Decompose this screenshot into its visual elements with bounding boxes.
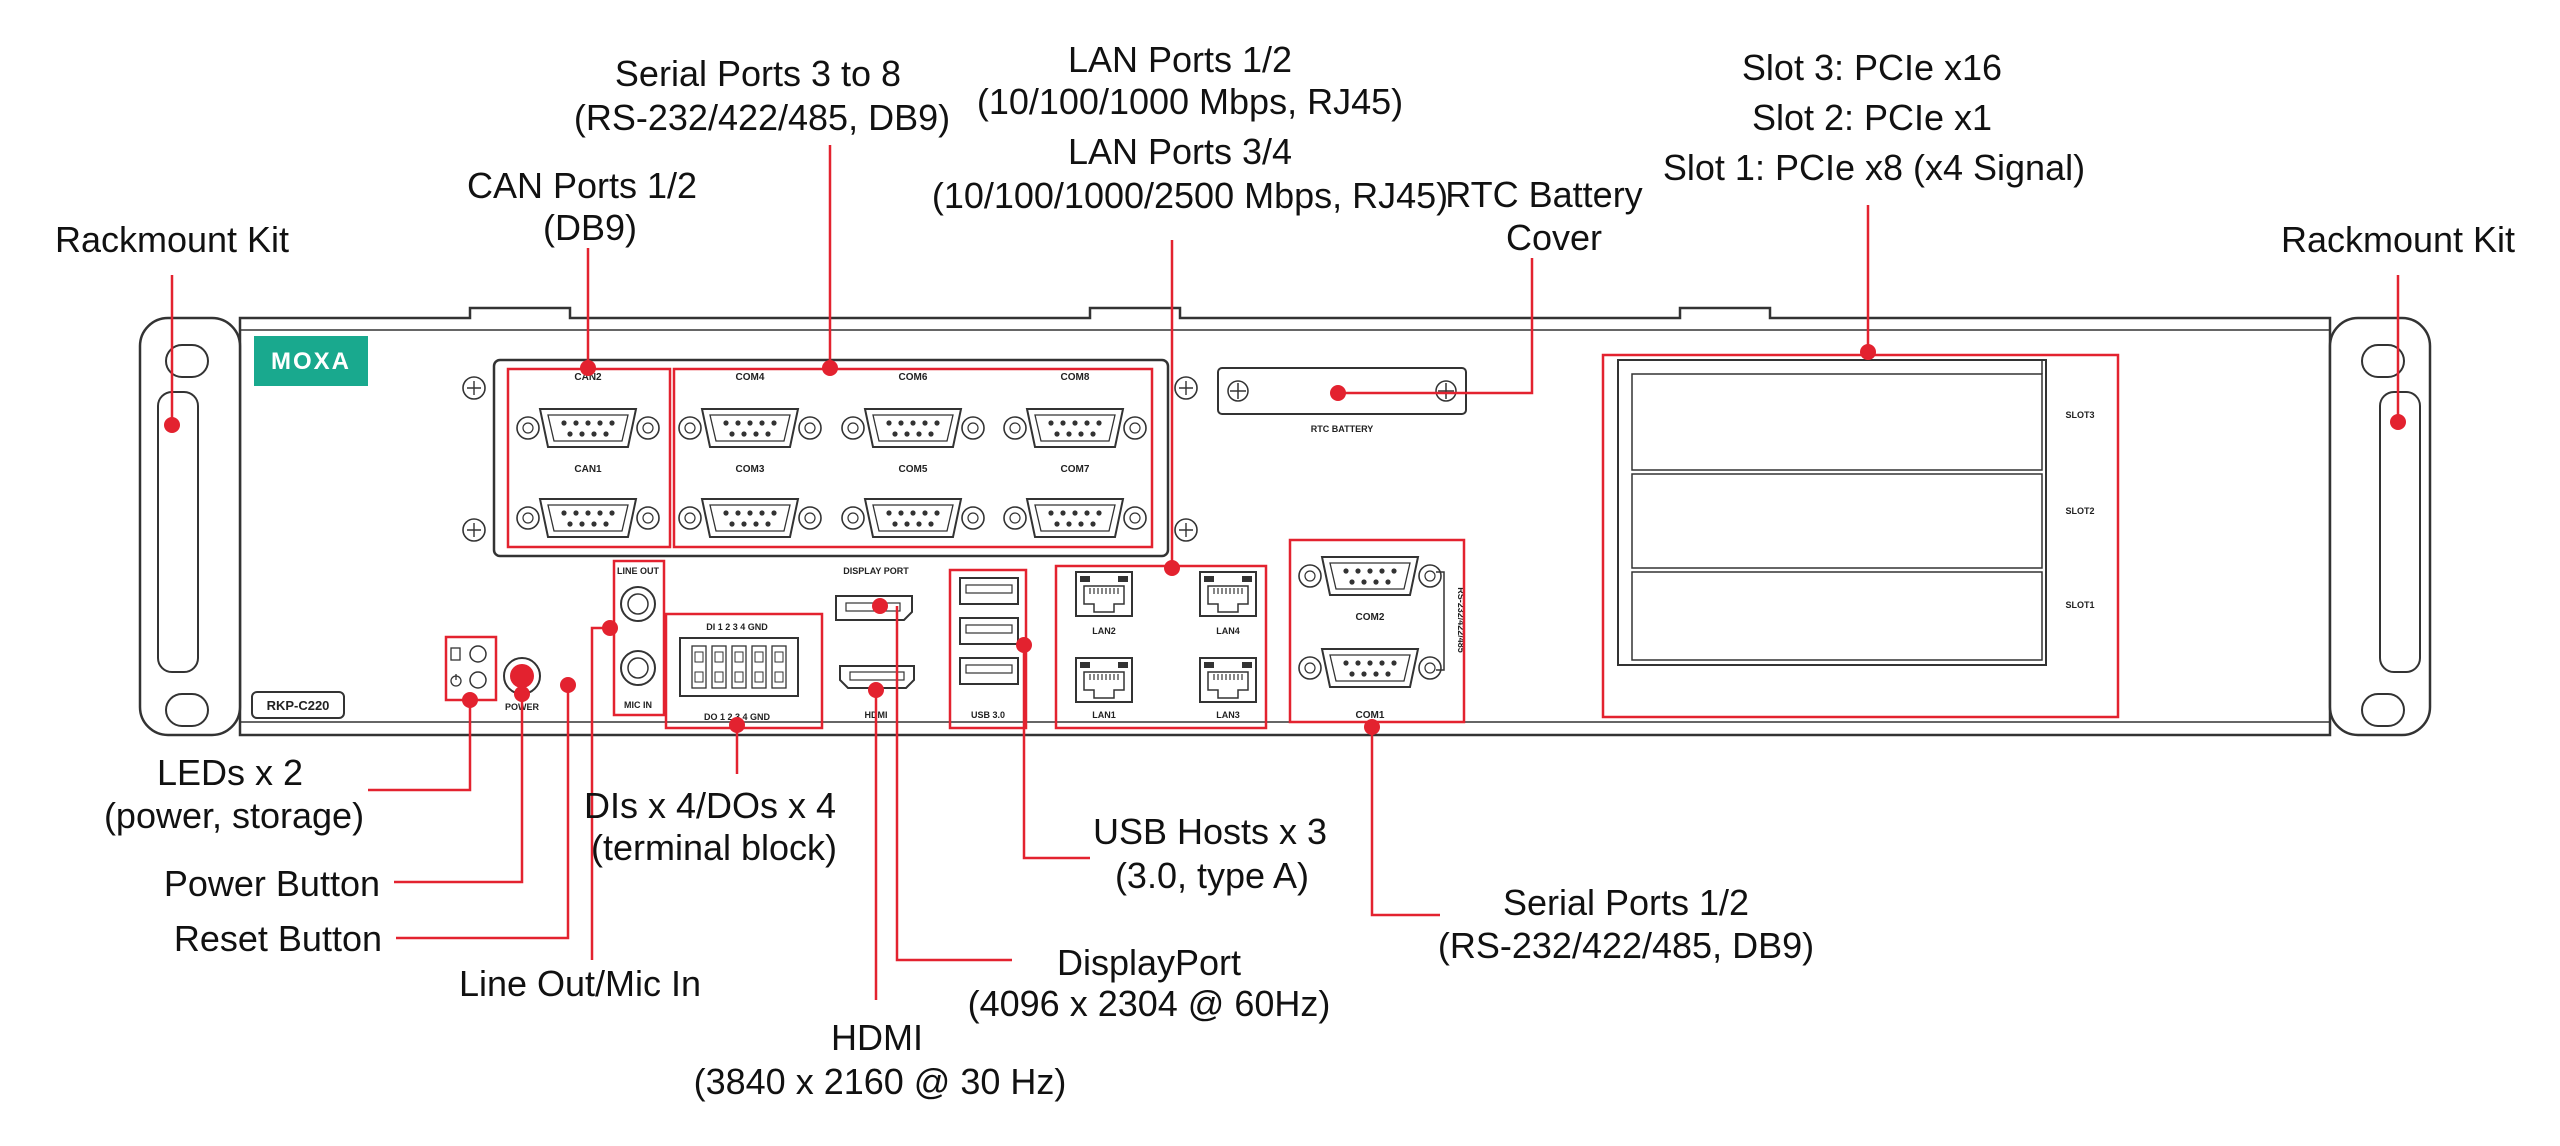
lan-callout-line1: LAN Ports 1/2	[1068, 39, 1292, 80]
dio-callout-line2: (terminal block)	[591, 827, 837, 868]
model-plate: RKP-C220	[251, 691, 345, 719]
com4-label: COM4	[736, 372, 765, 383]
rj45-lan2	[1075, 571, 1133, 617]
rj45-lan3	[1199, 657, 1257, 703]
lan-ports	[1075, 571, 1257, 703]
do-header-label: DO 1 2 3 4 GND	[704, 712, 771, 722]
com7-label: COM7	[1061, 464, 1090, 475]
com1-label: COM1	[1356, 710, 1385, 721]
db9-com7	[1003, 498, 1147, 538]
line-out-mic-callout: Line Out/Mic In	[459, 963, 701, 1004]
lan2-label: LAN2	[1092, 626, 1116, 636]
lan4-label: LAN4	[1216, 626, 1240, 636]
db9-com5	[841, 498, 985, 538]
serial-3-8-callout-line2: (RS-232/422/485, DB9)	[574, 97, 950, 138]
expansion-slots: SLOT3 SLOT2 SLOT1	[1617, 359, 2095, 666]
rj45-lan1	[1075, 657, 1133, 703]
db9-com3	[678, 498, 822, 538]
moxa-logo-text: MOXA	[271, 348, 351, 375]
rackmount-ear-right	[2328, 316, 2432, 737]
slot1-label: SLOT1	[2065, 600, 2094, 610]
highlight-boxes	[444, 353, 2120, 730]
serial-3-8-callout-line1: Serial Ports 3 to 8	[615, 53, 901, 94]
can2-label: CAN2	[574, 372, 602, 383]
leader-dots	[164, 344, 2406, 735]
rackmount-left-callout: Rackmount Kit	[55, 219, 289, 260]
model-label: RKP-C220	[267, 698, 330, 713]
highlight-audio	[612, 559, 666, 717]
terminal-block: DI 1 2 3 4 GND DO 1 2 3 4 GND	[679, 622, 799, 722]
hdmi-callout-line1: HDMI	[831, 1017, 923, 1058]
db9-com1	[1298, 648, 1442, 688]
db9-ports	[516, 408, 1442, 688]
usb-callout-line1: USB Hosts x 3	[1093, 811, 1327, 852]
rackmount-right-callout: Rackmount Kit	[2281, 219, 2515, 260]
terminal-pins	[691, 645, 787, 689]
slot3-callout: Slot 3: PCIe x16	[1742, 47, 2002, 88]
com3-label: COM3	[736, 464, 765, 475]
com8-label: COM8	[1061, 372, 1090, 383]
db9-com4	[678, 408, 822, 448]
highlight-slots	[1601, 353, 2120, 719]
db9-com2	[1298, 556, 1442, 596]
displayport-callout-line1: DisplayPort	[1057, 942, 1241, 983]
db9-com6	[841, 408, 985, 448]
serial-1-2-callout-line1: Serial Ports 1/2	[1503, 882, 1749, 923]
serial-1-2-callout-line2: (RS-232/422/485, DB9)	[1438, 925, 1814, 966]
rtc-callout-line1: RTC Battery	[1445, 174, 1642, 215]
com6-label: COM6	[899, 372, 928, 383]
slot1-callout: Slot 1: PCIe x8 (x4 Signal)	[1663, 147, 2085, 188]
db9-com8	[1003, 408, 1147, 448]
highlight-lan	[1054, 564, 1268, 730]
status-leds	[450, 645, 487, 689]
slot2-callout: Slot 2: PCIe x1	[1752, 97, 1992, 138]
line-out-label: LINE OUT	[617, 566, 660, 576]
highlight-com3-8	[672, 367, 1154, 549]
hdmi-callout-line2: (3840 x 2160 @ 30 Hz)	[694, 1061, 1067, 1102]
usb-ports: USB 3.0	[959, 577, 1019, 720]
can1-label: CAN1	[574, 464, 602, 475]
power-button-callout: Power Button	[164, 863, 380, 904]
lan3-label: LAN3	[1216, 710, 1240, 720]
usb-panel-label: USB 3.0	[971, 710, 1005, 720]
reset-button-callout: Reset Button	[174, 918, 382, 959]
mic-in-label: MIC IN	[624, 700, 652, 710]
slot2-label: SLOT2	[2065, 506, 2094, 516]
displayport-panel-label: DISPLAY PORT	[843, 566, 909, 576]
leds-callout-line1: LEDs x 2	[157, 752, 303, 793]
di-header-label: DI 1 2 3 4 GND	[706, 622, 768, 632]
rs-bracket: RS-232/422/485	[1436, 571, 1466, 671]
rackmount-ear-left	[138, 316, 242, 737]
com5-label: COM5	[899, 464, 928, 475]
lan-callout-line2: (10/100/1000 Mbps, RJ45)	[977, 81, 1403, 122]
leds-callout-line2: (power, storage)	[104, 795, 364, 836]
rtc-battery-label: RTC BATTERY	[1311, 424, 1374, 434]
displayport-callout-line2: (4096 x 2304 @ 60Hz)	[968, 983, 1331, 1024]
can-callout-line2: (DB9)	[543, 207, 637, 248]
rj45-lan4	[1199, 571, 1257, 617]
lan-callout-line4: (10/100/1000/2500 Mbps, RJ45)	[932, 175, 1448, 216]
rtc-callout-line2: Cover	[1506, 217, 1602, 258]
db9-can1	[516, 498, 660, 538]
com2-label: COM2	[1356, 612, 1385, 623]
audio-jacks: LINE OUT MIC IN	[617, 566, 660, 710]
storage-icon	[450, 647, 461, 661]
slot3-label: SLOT3	[2065, 410, 2094, 420]
dio-callout-line1: DIs x 4/DOs x 4	[584, 785, 836, 826]
can-callout-line1: CAN Ports 1/2	[467, 165, 697, 206]
db9-can2	[516, 408, 660, 448]
usb-callout-line2: (3.0, type A)	[1115, 855, 1309, 896]
lan1-label: LAN1	[1092, 710, 1116, 720]
plate-screws	[462, 376, 1198, 542]
moxa-logo: MOXA	[254, 336, 368, 386]
rs-vertical-label: RS-232/422/485	[1456, 587, 1466, 653]
lan-callout-line3: LAN Ports 3/4	[1068, 131, 1292, 172]
